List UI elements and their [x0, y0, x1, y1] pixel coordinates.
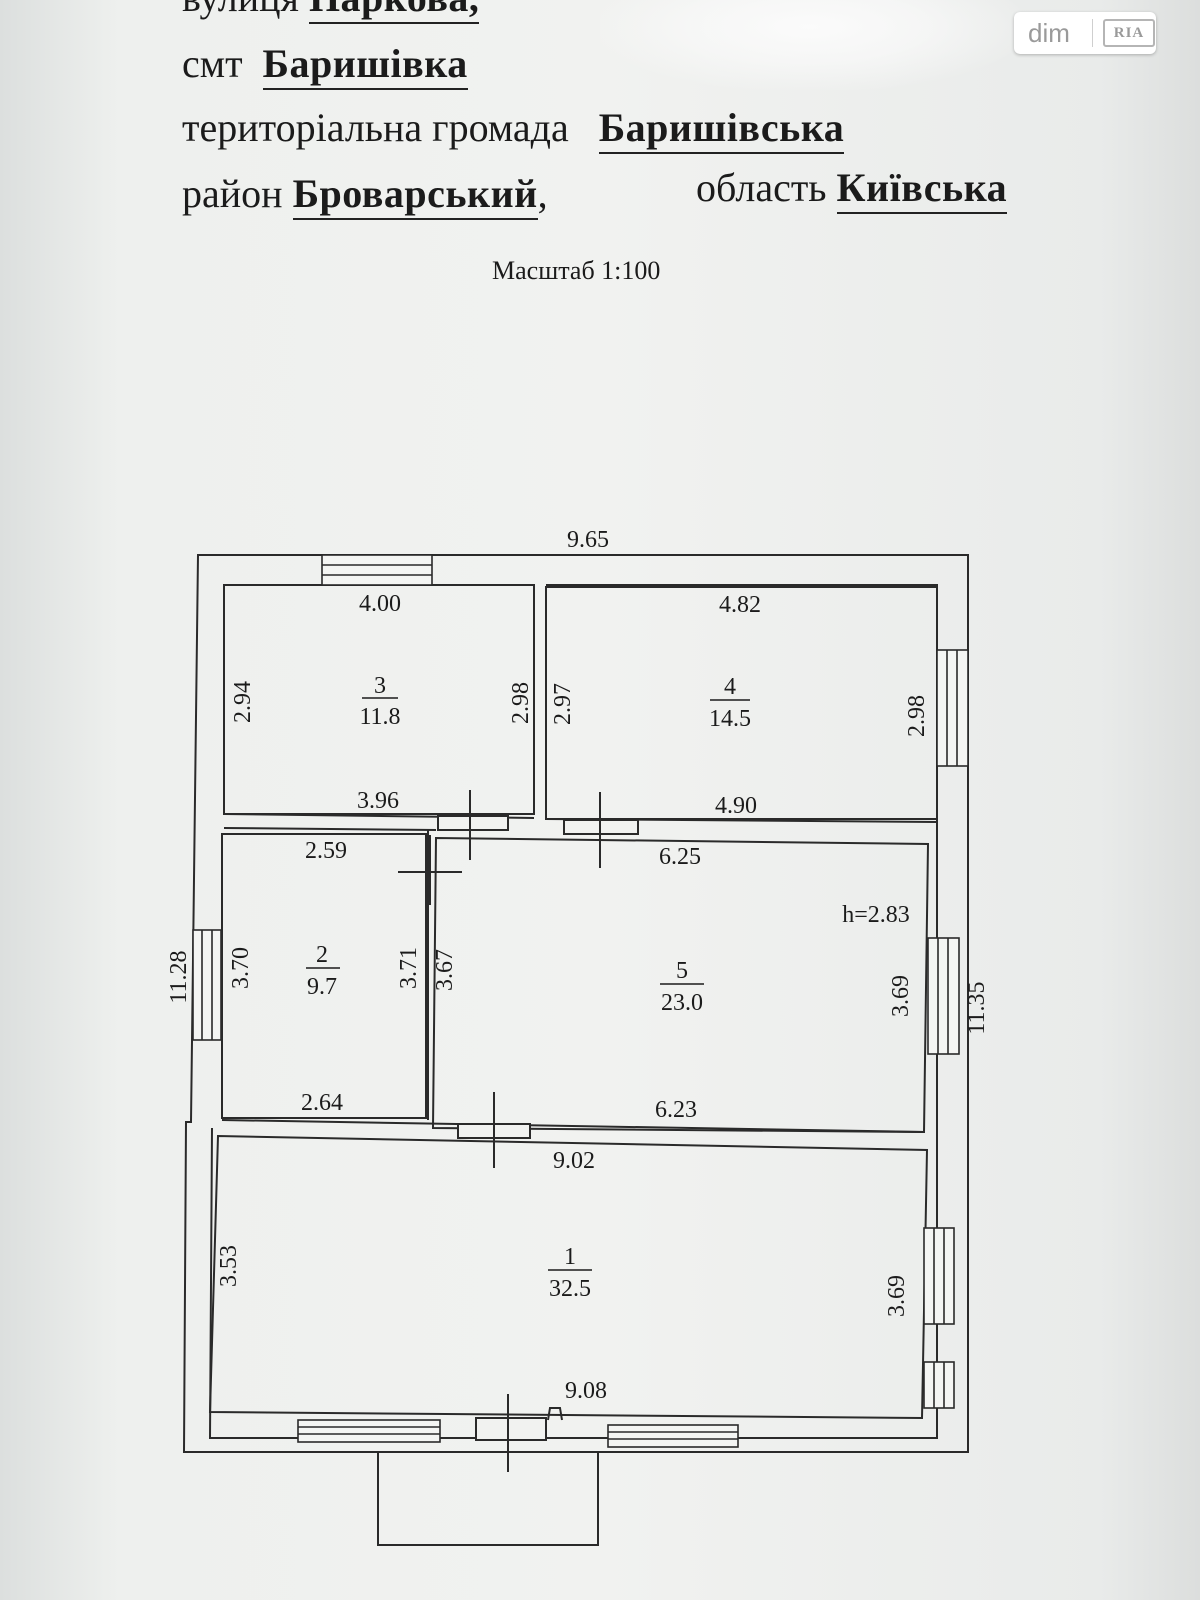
community-line: територіальна громада Баришівська: [182, 105, 845, 154]
region-label: область: [696, 165, 827, 210]
room-2-area: 9.7: [307, 974, 337, 1000]
street-line: вулиця Паркова,: [182, 0, 480, 24]
room-3-area: 11.8: [359, 704, 400, 730]
room-2-bottom: 2.64: [301, 1090, 343, 1116]
scale-label: Масштаб 1:100: [492, 256, 661, 285]
room-1-right: 3.69: [884, 1275, 910, 1317]
door-room-1: [457, 1092, 531, 1168]
district-label: район: [182, 171, 283, 216]
room-5-right: 3.69: [888, 975, 914, 1017]
partition-5: [221, 1119, 925, 1133]
settlement-value: Баришівка: [262, 41, 468, 90]
room-5-left: 3.67: [432, 949, 458, 991]
partition-3: [223, 827, 437, 831]
room-2-right: 3.71: [396, 947, 422, 989]
room-5-top: 6.25: [659, 844, 701, 870]
room-1-top: 9.02: [553, 1148, 595, 1174]
room-5-area: 23.0: [661, 990, 703, 1016]
dim-ria-watermark: dim RIA: [1014, 12, 1156, 54]
room-4-area: 14.5: [709, 706, 751, 732]
window-right-room-5: [927, 937, 960, 1055]
door-room-3: [437, 790, 509, 860]
door-room-2: [398, 835, 462, 905]
room-1-outline: [208, 1134, 929, 1420]
window-top: [321, 554, 433, 586]
room-4-left: 2.97: [550, 683, 576, 725]
region-line: область Київська: [696, 165, 1008, 214]
window-left-room-2: [192, 929, 222, 1041]
community-label: територіальна громада: [182, 105, 569, 150]
window-bottom-left: [297, 1419, 441, 1443]
window-right-room-4: [936, 649, 969, 767]
community-value: Баришівська: [598, 105, 845, 154]
window-right-room-1-a: [923, 1227, 955, 1325]
room-5-outline: [431, 836, 930, 1134]
room-2-left: 3.70: [228, 947, 254, 989]
room-4-right: 2.98: [904, 695, 930, 737]
room-3-top: 4.00: [359, 591, 401, 617]
room-2-top: 2.59: [305, 838, 347, 864]
street-label: вулиця: [182, 0, 299, 20]
ria-logo-icon: RIA: [1103, 19, 1155, 47]
room-1-number: 1: [564, 1244, 576, 1270]
settlement-line: смт Баришівка: [182, 41, 468, 90]
window-right-room-1-b: [923, 1361, 955, 1409]
room-2-outline: [221, 833, 427, 1119]
room-3-outline: [223, 584, 535, 815]
watermark-badge: RIA: [1113, 24, 1145, 41]
door-entrance: [475, 1394, 547, 1472]
room-3-number: 3: [374, 673, 386, 699]
street-value: Паркова,: [308, 0, 480, 24]
district-line: район Броварський,: [182, 171, 548, 220]
room-4-top: 4.82: [719, 592, 761, 618]
room-3-left: 2.94: [230, 681, 256, 723]
watermark-divider: [1092, 19, 1093, 47]
ceiling-height: h=2.83: [842, 902, 910, 928]
settlement-label: смт: [182, 41, 243, 86]
porch-outline: [377, 1452, 599, 1546]
room-1-left: 3.53: [216, 1245, 242, 1287]
room-5-number: 5: [676, 958, 688, 984]
watermark-brand: dim: [1028, 17, 1070, 48]
door-entrance-step: [547, 1407, 563, 1421]
room-5-bottom: 6.23: [655, 1097, 697, 1123]
region-value: Київська: [836, 165, 1008, 214]
room-3-bottom: 3.96: [357, 788, 399, 814]
room-2-number: 2: [316, 942, 328, 968]
overall-left: 11.28: [166, 950, 192, 1003]
room-3-right: 2.98: [508, 682, 534, 724]
room-4-outline: [545, 586, 938, 820]
room-1-area: 32.5: [549, 1276, 591, 1302]
light-glare: [600, 0, 1020, 90]
district-value: Броварський: [292, 171, 538, 220]
outer-wall-outer: [182, 554, 969, 1453]
overall-right: 11.35: [964, 981, 990, 1034]
door-room-4: [563, 792, 639, 868]
room-1-bottom: 9.08: [565, 1378, 607, 1404]
room-4-bottom: 4.90: [715, 793, 757, 819]
overall-top: 9.65: [567, 527, 609, 553]
district-comma: ,: [537, 171, 548, 216]
room-4-number: 4: [724, 674, 736, 700]
window-bottom-right: [607, 1424, 739, 1448]
